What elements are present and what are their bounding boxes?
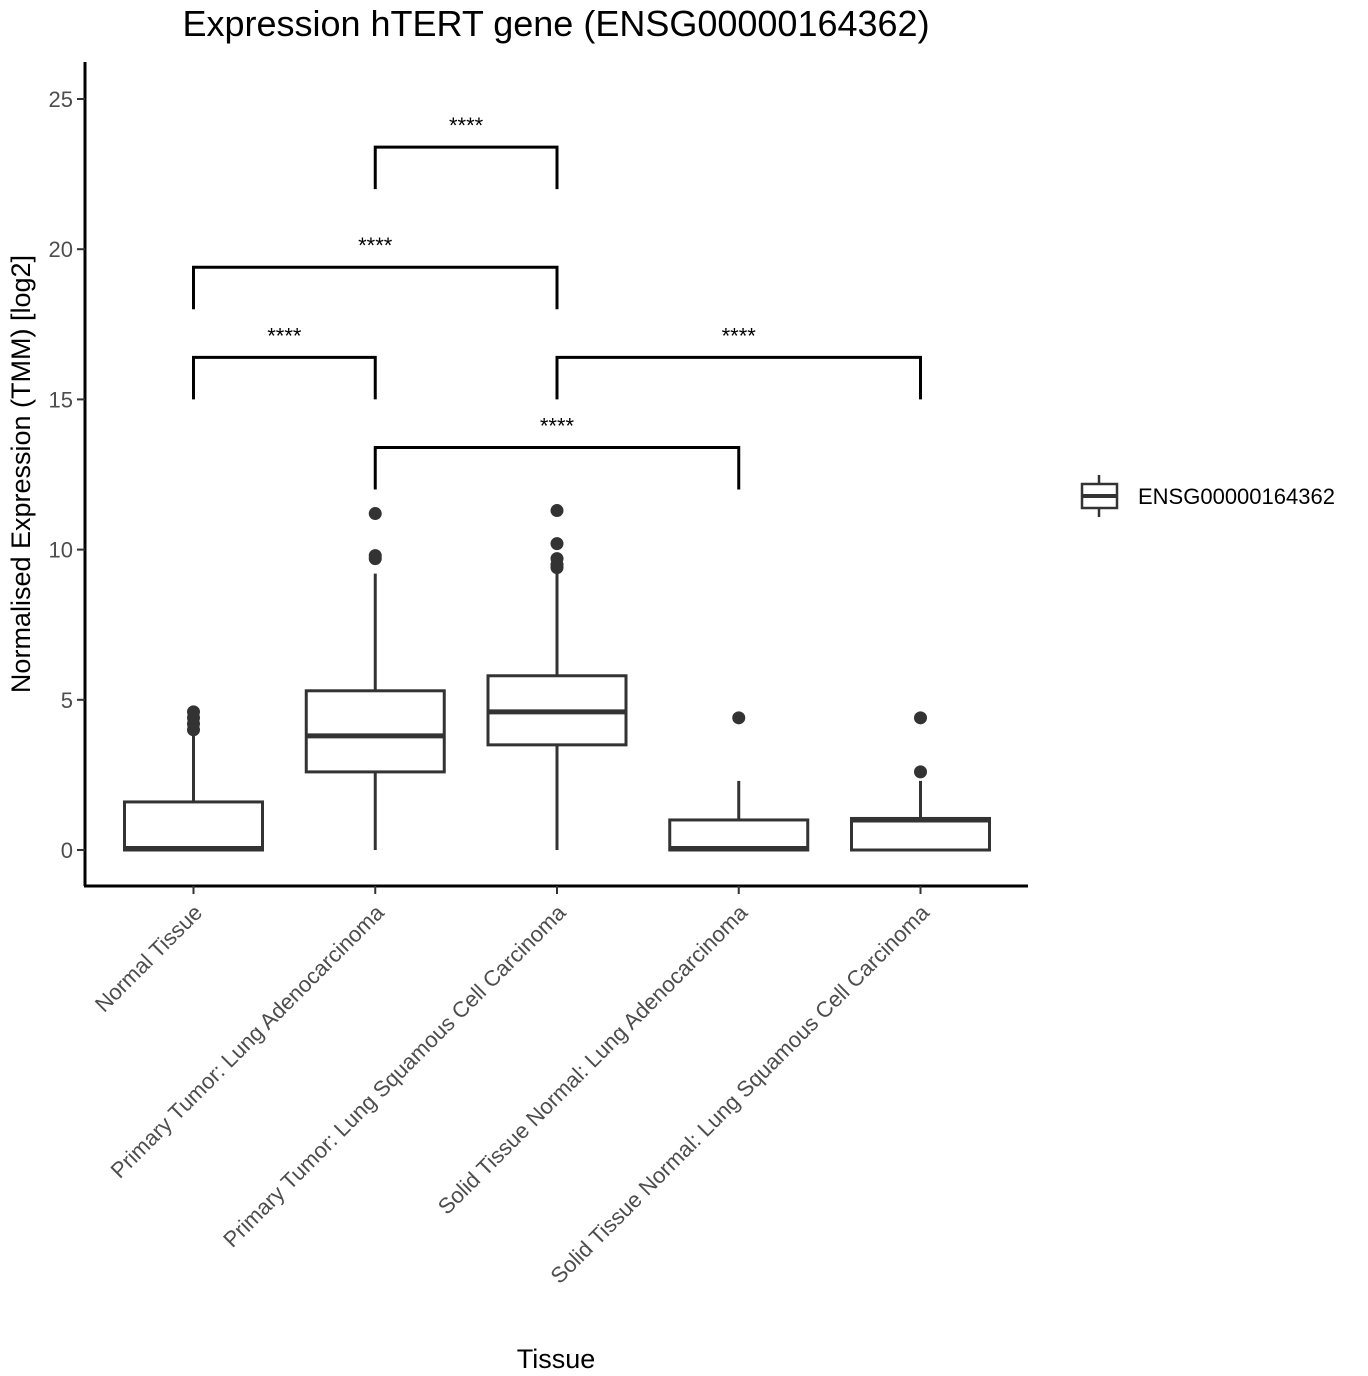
x-tick-label: Solid Tissue Normal: Lung Adenocarcinoma: [433, 899, 753, 1219]
outlier-point: [368, 549, 382, 563]
box-iqr: [850, 816, 991, 852]
outlier-point: [550, 537, 564, 551]
bracket-line: [192, 265, 559, 310]
bracket-line: [373, 145, 559, 190]
box-group: [668, 711, 810, 852]
significance-bracket: ****: [373, 113, 559, 190]
box-group: [486, 504, 628, 850]
outlier-point: [550, 504, 564, 518]
x-tick-label: Primary Tumor: Lung Squamous Cell Carcin…: [218, 899, 571, 1252]
box-group: [123, 705, 264, 852]
y-tick-label: 10: [49, 538, 73, 563]
box-group: [850, 711, 991, 852]
significance-label: ****: [449, 113, 484, 138]
legend: ENSG00000164362: [1080, 475, 1335, 517]
y-tick-label: 25: [49, 87, 73, 112]
y-axis-ticks: 0 5 10 15 20 25: [49, 87, 85, 863]
legend-label: ENSG00000164362: [1138, 484, 1335, 509]
significance-bracket: ****: [192, 323, 377, 400]
box-iqr: [123, 800, 264, 852]
significance-label: ****: [722, 323, 757, 348]
x-axis-title: Tissue: [517, 1344, 596, 1374]
y-tick-label: 15: [49, 387, 73, 412]
chart-title: Expression hTERT gene (ENSG00000164362): [182, 3, 929, 44]
significance-label: ****: [267, 323, 302, 348]
box-group: [304, 507, 446, 850]
box-iqr: [668, 818, 810, 852]
bracket-line: [555, 355, 922, 400]
significance-bracket: ****: [373, 413, 741, 490]
significance-label: ****: [358, 233, 393, 258]
plot-area: **** **** **** **** ****: [123, 113, 991, 852]
bracket-line: [373, 445, 741, 490]
box-iqr: [304, 689, 446, 774]
outlier-point: [187, 705, 200, 719]
y-axis-title: Normalised Expression (TMM) [log2]: [6, 255, 36, 693]
outlier-point: [550, 552, 564, 566]
bracket-line: [192, 355, 377, 400]
outlier-point: [368, 507, 382, 521]
legend-key-boxplot-icon: [1080, 475, 1119, 517]
outlier-point: [914, 711, 927, 725]
significance-label: ****: [540, 413, 575, 438]
significance-bracket: ****: [192, 233, 559, 310]
significance-bracket: ****: [555, 323, 922, 400]
outlier-point: [914, 765, 927, 779]
x-tick-label: Normal Tissue: [90, 900, 207, 1017]
outlier-point: [732, 711, 746, 725]
x-tick-label: Solid Tissue Normal: Lung Squamous Cell …: [545, 899, 934, 1288]
y-tick-label: 5: [61, 688, 73, 713]
y-tick-label: 20: [49, 237, 73, 262]
y-tick-label: 0: [61, 838, 73, 863]
